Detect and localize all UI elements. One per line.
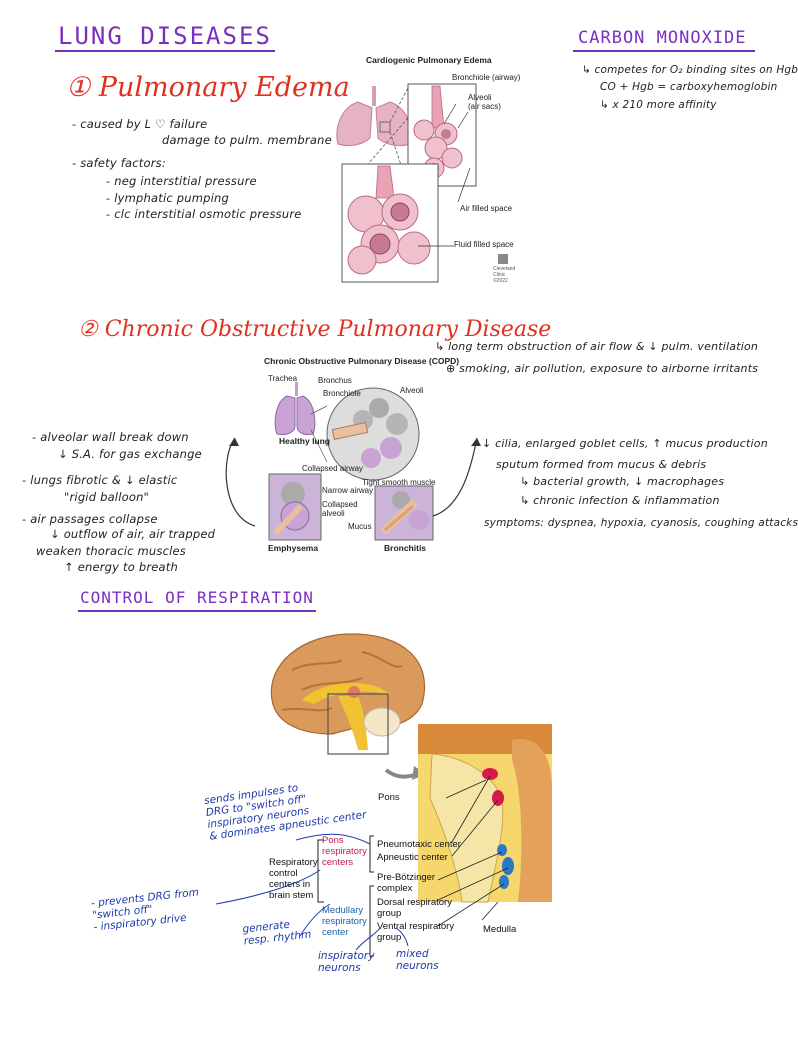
copd-illustration <box>225 382 481 541</box>
co-title: CARBON MONOXIDE <box>578 28 747 48</box>
copd-label-trachea: Trachea <box>268 374 298 383</box>
copd-right-2: sputum formed from mucus & debris <box>496 458 707 471</box>
cleveland-logo <box>498 254 508 264</box>
copd-left-4: "rigid balloon" <box>64 490 150 504</box>
edema-safety-3: - clc interstitial osmotic pressure <box>106 207 302 221</box>
copd-left-8: ↑ energy to breath <box>64 560 178 574</box>
co-line-3: ↳ x 210 more affinity <box>600 99 717 111</box>
alveoli-fluid-image <box>347 165 431 275</box>
page-title: LUNG DISEASES <box>58 22 272 50</box>
control-underline <box>78 610 316 612</box>
label-pneumotaxic: Pneumotaxic center <box>377 839 461 850</box>
copd-heading: ② Chronic Obstructive Pulmonary Disease <box>78 317 552 342</box>
brainstem-zoom-image <box>418 724 552 903</box>
edema-fig-title: Cardiogenic Pulmonary Edema <box>366 55 492 65</box>
copd-label-collapsed-alveoli: Collapsed alveoli <box>322 500 358 518</box>
copd-left-3: - lungs fibrotic & ↓ elastic <box>22 473 178 487</box>
label-pons-centers: Pons respiratory centers <box>322 835 367 868</box>
copd-desc-2: ⊕ smoking, air pollution, exposure to ai… <box>446 362 759 375</box>
copd-left-7: weaken thoracic muscles <box>36 544 186 558</box>
label-apneustic: Apneustic center <box>377 852 448 863</box>
co-line-2: CO + Hgb = carboxyhemoglobin <box>600 81 778 93</box>
copd-label-bronchitis: Bronchitis <box>384 543 427 553</box>
label-resp-control: Respiratory control centers in brain ste… <box>269 857 318 901</box>
edema-cause-1: - caused by L ♡ failure <box>72 117 208 131</box>
copd-label-bronchus: Bronchus <box>318 376 352 385</box>
healthy-alveoli-image <box>326 387 420 481</box>
label-pons: Pons <box>378 792 400 803</box>
bronchitis-image <box>374 485 434 541</box>
label-ventral: Ventral respiratory group <box>377 921 455 943</box>
label-dorsal: Dorsal respiratory group <box>377 897 452 919</box>
edema-heading: ① Pulmonary Edema <box>66 72 350 103</box>
label-pre-botzinger: Pre-Bötzinger complex <box>377 872 436 894</box>
copd-right-5: symptoms: dyspnea, hypoxia, cyanosis, co… <box>484 517 798 529</box>
copd-right-4: ↳ chronic infection & inflammation <box>520 494 720 507</box>
copd-left-6: ↓ outflow of air, air trapped <box>50 527 216 541</box>
edema-illustration <box>336 83 508 283</box>
edema-credit: Cleveland Clinic ©2022 <box>493 266 516 284</box>
edema-safety-2: - lymphatic pumping <box>106 191 230 205</box>
bronchiole-image <box>413 85 463 179</box>
note-inspiratory: inspiratory neurons <box>318 950 375 974</box>
copd-right-1: ↓ cilia, enlarged goblet cells, ↑ mucus … <box>482 437 768 450</box>
co-underline <box>573 50 755 52</box>
edema-safety-title: - safety factors: <box>72 156 166 170</box>
edema-label-bronchiole: Bronchiole (airway) <box>452 73 521 82</box>
copd-label-emphysema: Emphysema <box>268 543 319 553</box>
brain-illustration <box>270 633 552 957</box>
edema-label-alveoli: Alveoli (air sacs) <box>468 93 501 111</box>
title-underline <box>55 50 275 52</box>
note-mixed: mixed neurons <box>396 948 439 972</box>
copd-right-3: ↳ bacterial growth, ↓ macrophages <box>520 475 725 488</box>
copd-desc-1: ↳ long term obstruction of air flow & ↓ … <box>435 340 759 353</box>
annotation-lines <box>215 833 409 951</box>
copd-label-alveoli: Alveoli <box>400 386 424 395</box>
copd-label-healthy: Healthy lung <box>279 436 331 446</box>
copd-label-tight: Tight smooth muscle <box>362 478 436 487</box>
copd-left-1: - alveolar wall break down <box>32 430 189 444</box>
control-heading: CONTROL OF RESPIRATION <box>80 588 314 607</box>
copd-label-collapsed-airway: Collapsed airway <box>302 464 363 473</box>
lungs-image <box>336 86 412 147</box>
edema-cause-2: damage to pulm. membrane <box>162 133 332 147</box>
edema-label-fluid: Fluid filled space <box>454 240 514 249</box>
emphysema-image <box>268 473 322 541</box>
copd-label-bronchiole: Bronchiole <box>323 389 361 398</box>
co-line-1: ↳ competes for O₂ binding sites on Hgb <box>582 64 798 76</box>
copd-label-narrow: Narrow airway <box>322 486 374 495</box>
brain-image <box>270 633 426 750</box>
copd-label-mucus: Mucus <box>348 522 372 531</box>
label-medullary: Medullary respiratory center <box>322 905 367 938</box>
healthy-lung-image <box>274 382 316 435</box>
edema-safety-1: - neg interstitial pressure <box>106 174 257 188</box>
copd-fig-title: Chronic Obstructive Pulmonary Disease (C… <box>264 356 460 366</box>
edema-label-air: Air filled space <box>460 204 513 213</box>
copd-left-5: - air passages collapse <box>22 512 158 526</box>
copd-left-2: ↓ S.A. for gas exchange <box>58 447 202 461</box>
label-medulla: Medulla <box>483 924 517 935</box>
